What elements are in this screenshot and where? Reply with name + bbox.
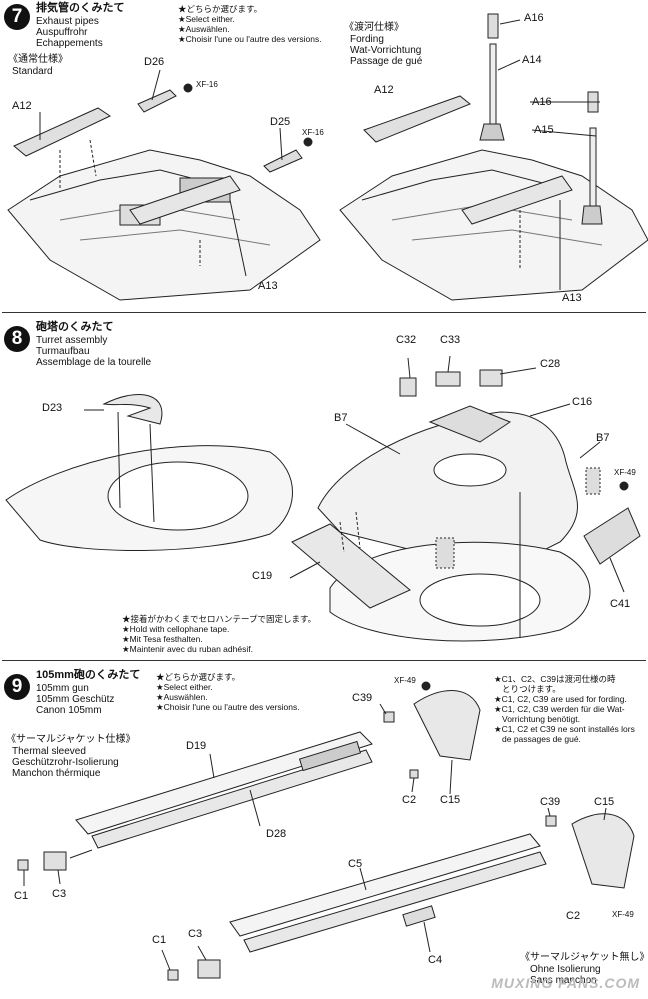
paint-label: XF-49 <box>612 910 634 919</box>
part-label-c39: C39 <box>540 796 561 808</box>
fording-note: ★C1, C2, C39 are used for fording. <box>494 694 627 704</box>
part-label-c32: C32 <box>396 334 417 346</box>
variant-standard-jp: 《通常仕様》 <box>8 54 68 65</box>
select-note-en: ★Select either. <box>178 14 235 24</box>
part-label-a12: A12 <box>374 84 394 96</box>
variant-standard-en: Standard <box>12 66 53 77</box>
fording-note: ★C1, C2 et C39 ne sont installés lors <box>494 724 635 734</box>
part-label-c3: C3 <box>52 888 67 900</box>
part-label-c41: C41 <box>610 598 631 610</box>
part-label-c15: C15 <box>440 794 461 806</box>
paint-label: XF-16 <box>302 128 324 137</box>
variant-no-sleeve-de: Ohne Isolierung <box>530 964 601 975</box>
part-label-d25: D25 <box>270 116 291 128</box>
variant-fording-fr: Passage de gué <box>350 56 423 67</box>
part-label-d19: D19 <box>186 740 207 752</box>
tape-note-de: ★Mit Tesa festhalten. <box>122 634 203 644</box>
step-title-jp: 105mm砲のくみたて <box>36 669 141 681</box>
step-number: 9 <box>4 674 30 700</box>
select-note-jp: ★どちらか選びます。 <box>178 4 263 14</box>
select-note-de: ★Auswählen. <box>178 24 230 34</box>
part-label-a15: A15 <box>534 124 554 136</box>
watermark: MUXING FANS.COM <box>491 975 640 991</box>
step-title-jp: 排気管のくみたて <box>36 2 125 14</box>
section-divider <box>2 660 646 661</box>
select-note-jp: ★どちらか選びます。 <box>156 672 241 682</box>
fording-note: de passages de gué. <box>502 734 581 744</box>
part-label-a12: A12 <box>12 100 32 112</box>
variant-thermal-en: Thermal sleeved <box>12 746 86 757</box>
part-label-a16: A16 <box>524 12 544 24</box>
part-label-a14: A14 <box>522 54 542 66</box>
variant-no-sleeve-jp: 《サーマルジャケット無し》 <box>520 952 648 963</box>
step-title-jp: 砲塔のくみたて <box>36 321 114 333</box>
variant-no-sleeve-fr: Sans manchon <box>530 975 597 986</box>
part-label-c39: C39 <box>352 692 373 704</box>
part-label-d26: D26 <box>144 56 165 68</box>
fording-note: とりつけます。 <box>502 684 561 694</box>
variant-fording-de: Wat-Vorrichtung <box>350 45 422 56</box>
part-label-c1: C1 <box>14 890 29 902</box>
gun-diagram <box>17 681 635 981</box>
step-title-en: Exhaust pipes <box>36 16 99 27</box>
part-label-c3: C3 <box>188 928 203 940</box>
part-label-b7: B7 <box>334 412 348 424</box>
select-note-en: ★Select either. <box>156 682 213 692</box>
part-label-c4: C4 <box>428 954 443 966</box>
tape-note-jp: ★接着がかわくまでセロハンテープで固定します。 <box>122 614 317 624</box>
paint-label: XF-16 <box>196 80 218 89</box>
step-title-fr: Echappements <box>36 38 103 49</box>
fording-note: ★C1、C2、C39は渡河仕様の時 <box>494 674 616 684</box>
tape-note-en: ★Hold with cellophane tape. <box>122 624 230 634</box>
variant-fording-en: Fording <box>350 34 384 45</box>
select-note-fr: ★Choisir l'une ou l'autre des versions. <box>156 702 300 712</box>
turret-diagram <box>5 355 641 642</box>
fording-note: Vorrichtung benötigt. <box>502 714 580 724</box>
paint-label: XF-49 <box>394 676 416 685</box>
part-label-c1: C1 <box>152 934 167 946</box>
step-number: 8 <box>4 326 30 352</box>
part-label-c2: C2 <box>402 794 417 806</box>
part-label-d28: D28 <box>266 828 287 840</box>
step-7-exhaust-pipes: 7 排気管のくみたて Exhaust pipes Auspuffrohr Ech… <box>0 0 648 312</box>
variant-thermal-jp: 《サーマルジャケット仕様》 <box>6 734 136 745</box>
step-number: 7 <box>4 4 30 30</box>
paint-label: XF-49 <box>614 468 636 477</box>
part-label-c19: C19 <box>252 570 273 582</box>
select-note-de: ★Auswählen. <box>156 692 208 702</box>
fording-note: ★C1, C2, C39 werden für die Wat- <box>494 704 625 714</box>
step-title-de: Auspuffrohr <box>36 27 88 38</box>
step-8-turret-assembly: 8 砲塔のくみたて Turret assembly Turmaufbau Ass… <box>0 312 648 660</box>
step-title-en: Turret assembly <box>36 335 108 346</box>
part-label-d23: D23 <box>42 402 63 414</box>
step-title-de: Turmaufbau <box>36 346 90 357</box>
exhaust-diagram <box>7 13 648 301</box>
part-label-a13: A13 <box>562 292 582 304</box>
variant-fording-jp: 《渡河仕様》 <box>344 22 404 33</box>
part-label-c28: C28 <box>540 358 561 370</box>
variant-thermal-fr: Manchon thérmique <box>12 768 101 779</box>
part-label-b7: B7 <box>596 432 610 444</box>
step-title-en: 105mm gun <box>36 683 89 694</box>
select-note-fr: ★Choisir l'une ou l'autre des versions. <box>178 34 322 44</box>
step-9-105mm-gun: 9 105mm砲のくみたて 105mm gun 105mm Geschütz C… <box>0 660 648 999</box>
part-label-c15: C15 <box>594 796 615 808</box>
part-label-c33: C33 <box>440 334 461 346</box>
part-label-c5: C5 <box>348 858 363 870</box>
section-divider <box>2 312 646 313</box>
part-label-a13: A13 <box>258 280 278 292</box>
part-label-c2: C2 <box>566 910 581 922</box>
tape-note-fr: ★Maintenir avec du ruban adhésif. <box>122 644 253 654</box>
variant-thermal-de: Geschützrohr-Isolierung <box>12 757 119 768</box>
step-title-fr: Assemblage de la tourelle <box>36 357 152 368</box>
step-title-fr: Canon 105mm <box>36 705 102 716</box>
part-label-c16: C16 <box>572 396 593 408</box>
step-title-de: 105mm Geschütz <box>36 694 115 705</box>
